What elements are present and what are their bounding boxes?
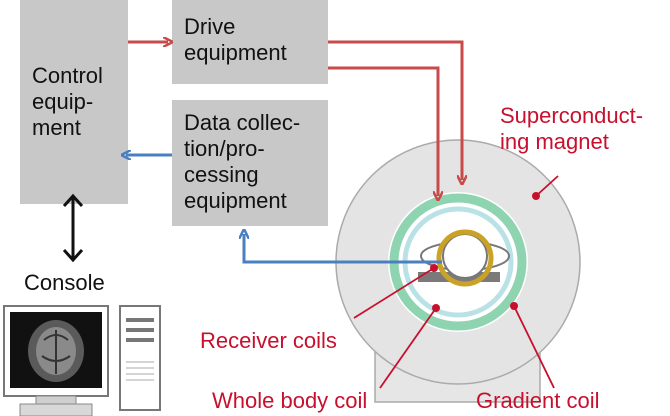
gradient-coil-label: Gradient coil (476, 388, 600, 413)
arrow-drive-to-magnet-1 (328, 40, 462, 180)
arrow-drive-to-magnet-2 (328, 66, 438, 196)
drive-equipment-box: Drive equipment (172, 0, 328, 84)
drive-equipment-label: Drive equipment (184, 14, 287, 65)
console-label: Console (24, 270, 105, 295)
control-equipment-label: Control equip- ment (32, 63, 103, 140)
superconducting-magnet-label: Superconduct- ing magnet (500, 103, 644, 154)
receiver-coils-label: Receiver coils (200, 328, 337, 353)
control-equipment-box: Control equip- ment (20, 0, 128, 204)
double-arrow-icon (62, 193, 84, 263)
data-collection-box: Data collec- tion/pro- cessing equipment (172, 100, 328, 226)
computer-tower-icon (119, 305, 161, 411)
data-collection-label: Data collec- tion/pro- cessing equipment (184, 110, 301, 213)
superconducting-magnet (335, 139, 581, 403)
whole-body-coil-label: Whole body coil (212, 388, 368, 413)
monitor-icon (3, 305, 109, 416)
label-pointers (353, 175, 559, 389)
arrow-receiver-to-data (244, 234, 442, 264)
receiver-coil-ring (436, 229, 494, 287)
